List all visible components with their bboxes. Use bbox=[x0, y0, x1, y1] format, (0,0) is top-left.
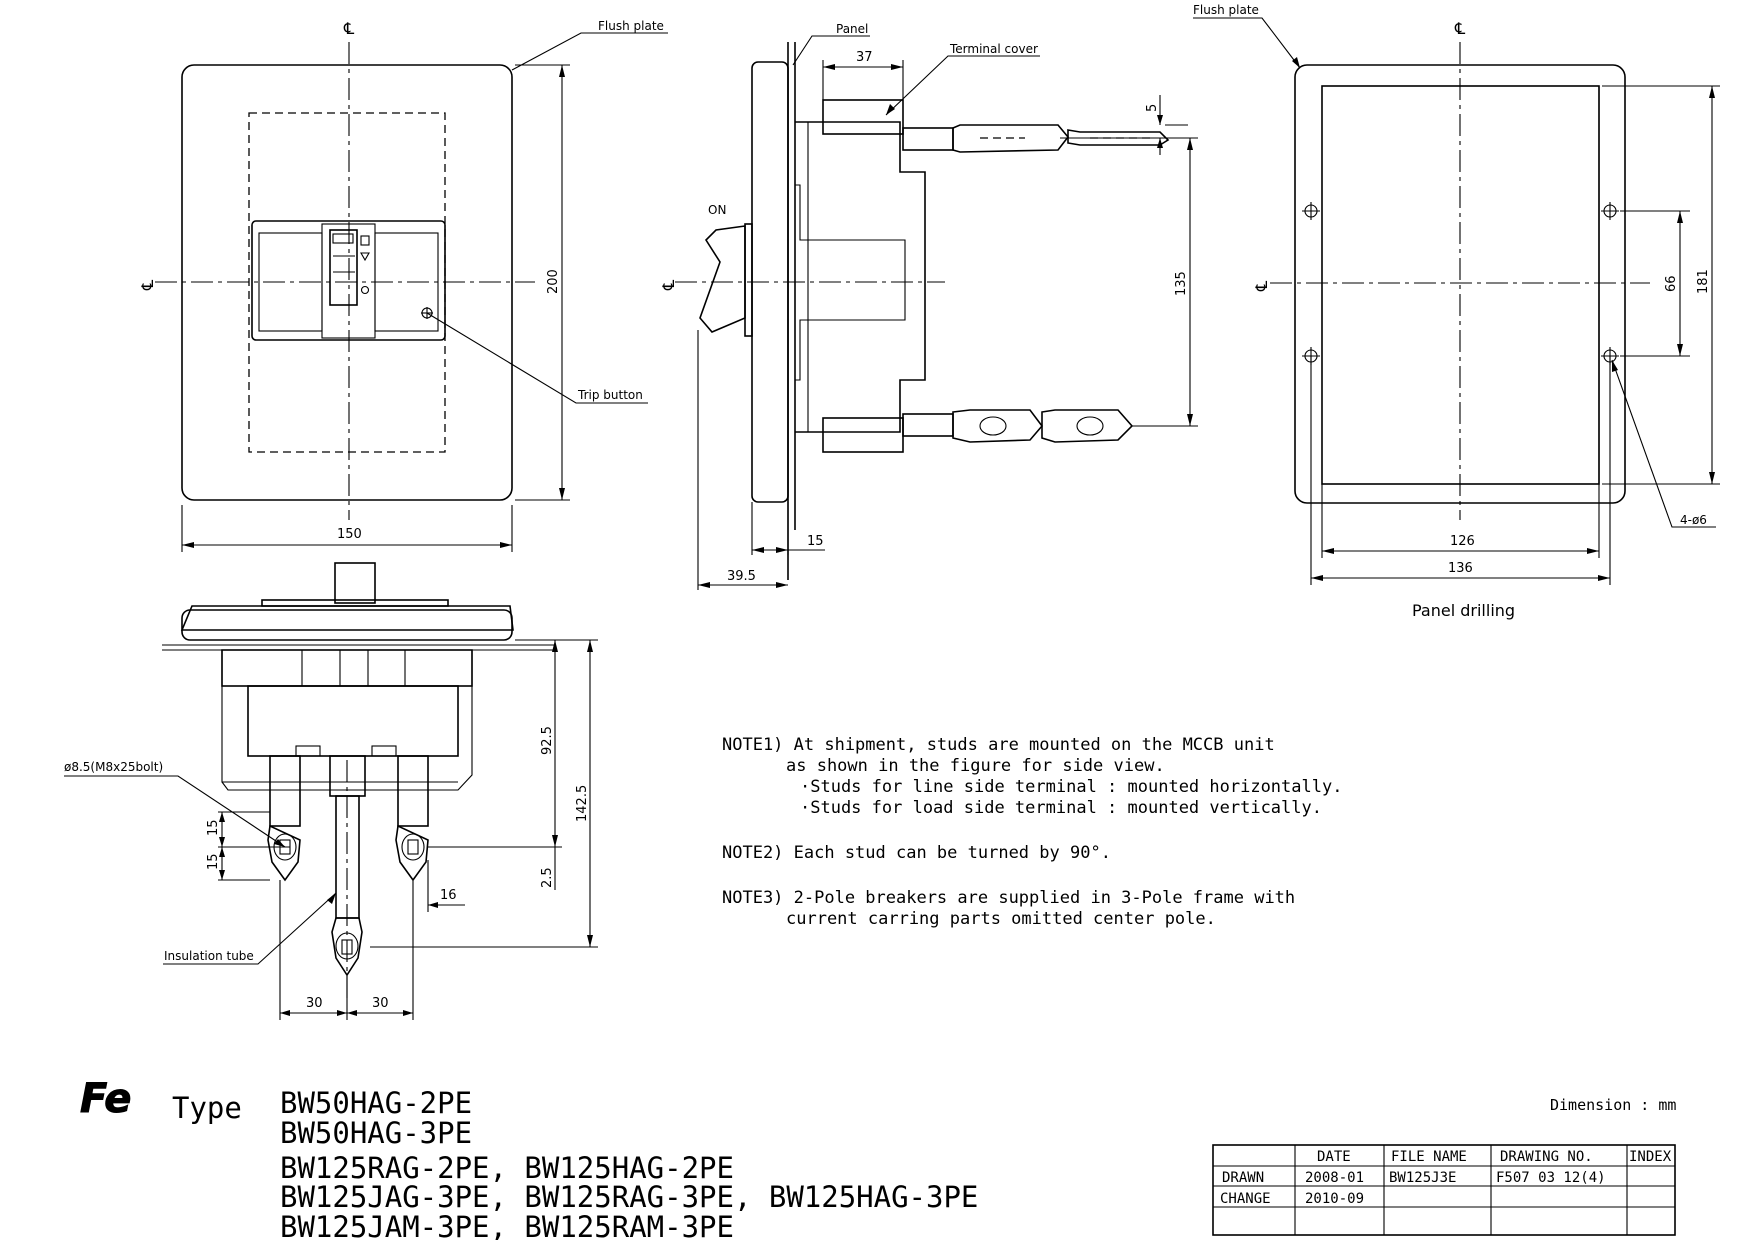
insulation-tube-label: Insulation tube bbox=[164, 949, 254, 963]
handle-slot bbox=[332, 233, 354, 244]
panel-drilling-view: ℄ ℄ 66 181 126 136 bbox=[1193, 3, 1720, 620]
tb-row1-label: DRAWN bbox=[1222, 1170, 1264, 1186]
terminal-cover-bottom bbox=[822, 417, 904, 453]
bottom-dim-30b: 30 bbox=[372, 996, 389, 1011]
bottom-dim-30a: 30 bbox=[306, 996, 323, 1011]
title-block: DATE FILE NAME DRAWING NO. INDEX DRAWN 2… bbox=[1212, 1144, 1676, 1236]
dimension-unit: Dimension : mm bbox=[1550, 1096, 1676, 1114]
drilling-dim-66: 66 bbox=[1664, 275, 1679, 292]
tb-header-drawing: DRAWING NO. bbox=[1500, 1149, 1593, 1165]
fe-logo: Fe bbox=[80, 1076, 131, 1122]
drilling-dim-181: 181 bbox=[1696, 269, 1711, 294]
model-5: BW125JAM-3PE, BW125RAM-3PE bbox=[280, 1210, 734, 1240]
line-side-stud-body bbox=[902, 127, 954, 151]
note-2: NOTE2) Each stud can be turned by 90°. bbox=[722, 843, 1111, 863]
bolt-label: ø8.5(M8x25bolt) bbox=[64, 760, 163, 774]
bottom-flush-plate bbox=[181, 609, 513, 641]
holes-label: 4-ø6 bbox=[1680, 513, 1707, 527]
lug-center bbox=[331, 917, 363, 977]
side-dim-37: 37 bbox=[856, 50, 873, 65]
front-height-dimension: 200 bbox=[546, 269, 561, 294]
centerline-symbol-top: ℄ bbox=[343, 19, 355, 38]
bottom-dim-15b: 15 bbox=[206, 853, 221, 870]
bottom-dim-16: 16 bbox=[440, 888, 457, 903]
tb-row1-date: 2008-01 bbox=[1305, 1170, 1364, 1186]
centerline-symbol-drill-left: ℄ bbox=[1252, 280, 1271, 292]
centerline-symbol-side: ℄ bbox=[659, 279, 678, 291]
stud-left bbox=[269, 755, 301, 827]
panel-drilling-caption: Panel drilling bbox=[1412, 601, 1515, 620]
side-dim-15: 15 bbox=[807, 534, 824, 549]
type-block: Fe Type BW50HAG-2PE BW50HAG-3PE BW125RAG… bbox=[80, 1076, 979, 1240]
tb-header-file: FILE NAME bbox=[1391, 1149, 1467, 1165]
indicator-triangle bbox=[360, 252, 370, 262]
indicator-circle bbox=[360, 285, 370, 295]
tb-row1-file: BW125J3E bbox=[1389, 1170, 1456, 1186]
breaker-lower-body bbox=[247, 685, 459, 757]
flush-plate-label: Flush plate bbox=[598, 19, 664, 33]
tb-header-index: INDEX bbox=[1629, 1149, 1672, 1165]
notes: NOTE1) At shipment, studs are mounted on… bbox=[722, 735, 1342, 929]
bottom-view: 15 15 92.5 142.5 2.5 16 30 30 ø8.5(M8x25… bbox=[64, 562, 598, 1020]
terminal-cover-top bbox=[822, 99, 904, 135]
breaker-upper-body bbox=[221, 649, 473, 687]
front-view: ℄ ℄ 150 200 Flush plate Trip button bbox=[138, 19, 668, 552]
panel-label: Panel bbox=[836, 22, 868, 36]
note-3-line-1: NOTE3) 2-Pole breakers are supplied in 3… bbox=[722, 888, 1295, 908]
model-3: BW125RAG-2PE, BW125HAG-2PE bbox=[280, 1151, 734, 1185]
side-dim-39-5: 39.5 bbox=[727, 569, 756, 584]
breaker-side-body bbox=[795, 121, 926, 433]
model-2: BW50HAG-3PE bbox=[280, 1116, 472, 1150]
side-dim-135: 135 bbox=[1174, 271, 1189, 296]
bottom-dim-15a: 15 bbox=[206, 819, 221, 836]
lug-left bbox=[267, 824, 301, 882]
model-1: BW50HAG-2PE bbox=[280, 1086, 472, 1120]
on-label: ON bbox=[708, 203, 726, 217]
tb-row2-label: CHANGE bbox=[1220, 1191, 1271, 1207]
line-side-stud bbox=[952, 124, 1070, 153]
front-width-dimension: 150 bbox=[337, 527, 362, 542]
bottom-dim-92-5: 92.5 bbox=[540, 726, 555, 755]
indicator-mark bbox=[360, 235, 370, 246]
drilling-dim-136: 136 bbox=[1448, 561, 1473, 576]
line-side-stud-tip bbox=[1067, 129, 1170, 146]
handle-base bbox=[744, 223, 753, 337]
load-side-lug-2 bbox=[1041, 409, 1134, 443]
centerline-symbol-left: ℄ bbox=[138, 279, 157, 291]
side-dim-5: 5 bbox=[1145, 104, 1160, 112]
note-3-line-2: current carring parts omitted center pol… bbox=[786, 909, 1216, 929]
centerline-symbol-drill-top: ℄ bbox=[1454, 19, 1466, 38]
tb-header-date: DATE bbox=[1317, 1149, 1351, 1165]
load-side-stud-body bbox=[902, 413, 954, 437]
flush-plate-edge bbox=[180, 605, 514, 631]
trip-button-label: Trip button bbox=[577, 388, 643, 402]
handle-top bbox=[334, 562, 376, 604]
terminal-cover-label: Terminal cover bbox=[949, 42, 1038, 56]
type-label: Type bbox=[172, 1091, 242, 1125]
tb-row2-date: 2010-09 bbox=[1305, 1191, 1364, 1207]
stud-right bbox=[397, 755, 429, 827]
drilling-flush-plate-label: Flush plate bbox=[1193, 3, 1259, 17]
side-view: ON ℄ 37 5 bbox=[659, 22, 1198, 590]
note-1-line-2: as shown in the figure for side view. bbox=[786, 756, 1165, 776]
note-1-line-1: NOTE1) At shipment, studs are mounted on… bbox=[722, 735, 1275, 755]
load-side-lug-1 bbox=[952, 409, 1044, 443]
on-handle bbox=[699, 225, 746, 333]
toggle-handle bbox=[329, 229, 358, 306]
model-4: BW125JAG-3PE, BW125RAG-3PE, BW125HAG-3PE bbox=[280, 1180, 978, 1214]
drilling-dim-126: 126 bbox=[1450, 534, 1475, 549]
bottom-dim-142-5: 142.5 bbox=[575, 785, 590, 822]
bottom-dim-2-5: 2.5 bbox=[540, 867, 555, 888]
note-1-line-3: ·Studs for line side terminal : mounted … bbox=[800, 777, 1342, 797]
note-1-line-4: ·Studs for load side terminal : mounted … bbox=[800, 798, 1322, 818]
tb-row1-drawing: F507 03 12(4) bbox=[1496, 1170, 1606, 1186]
